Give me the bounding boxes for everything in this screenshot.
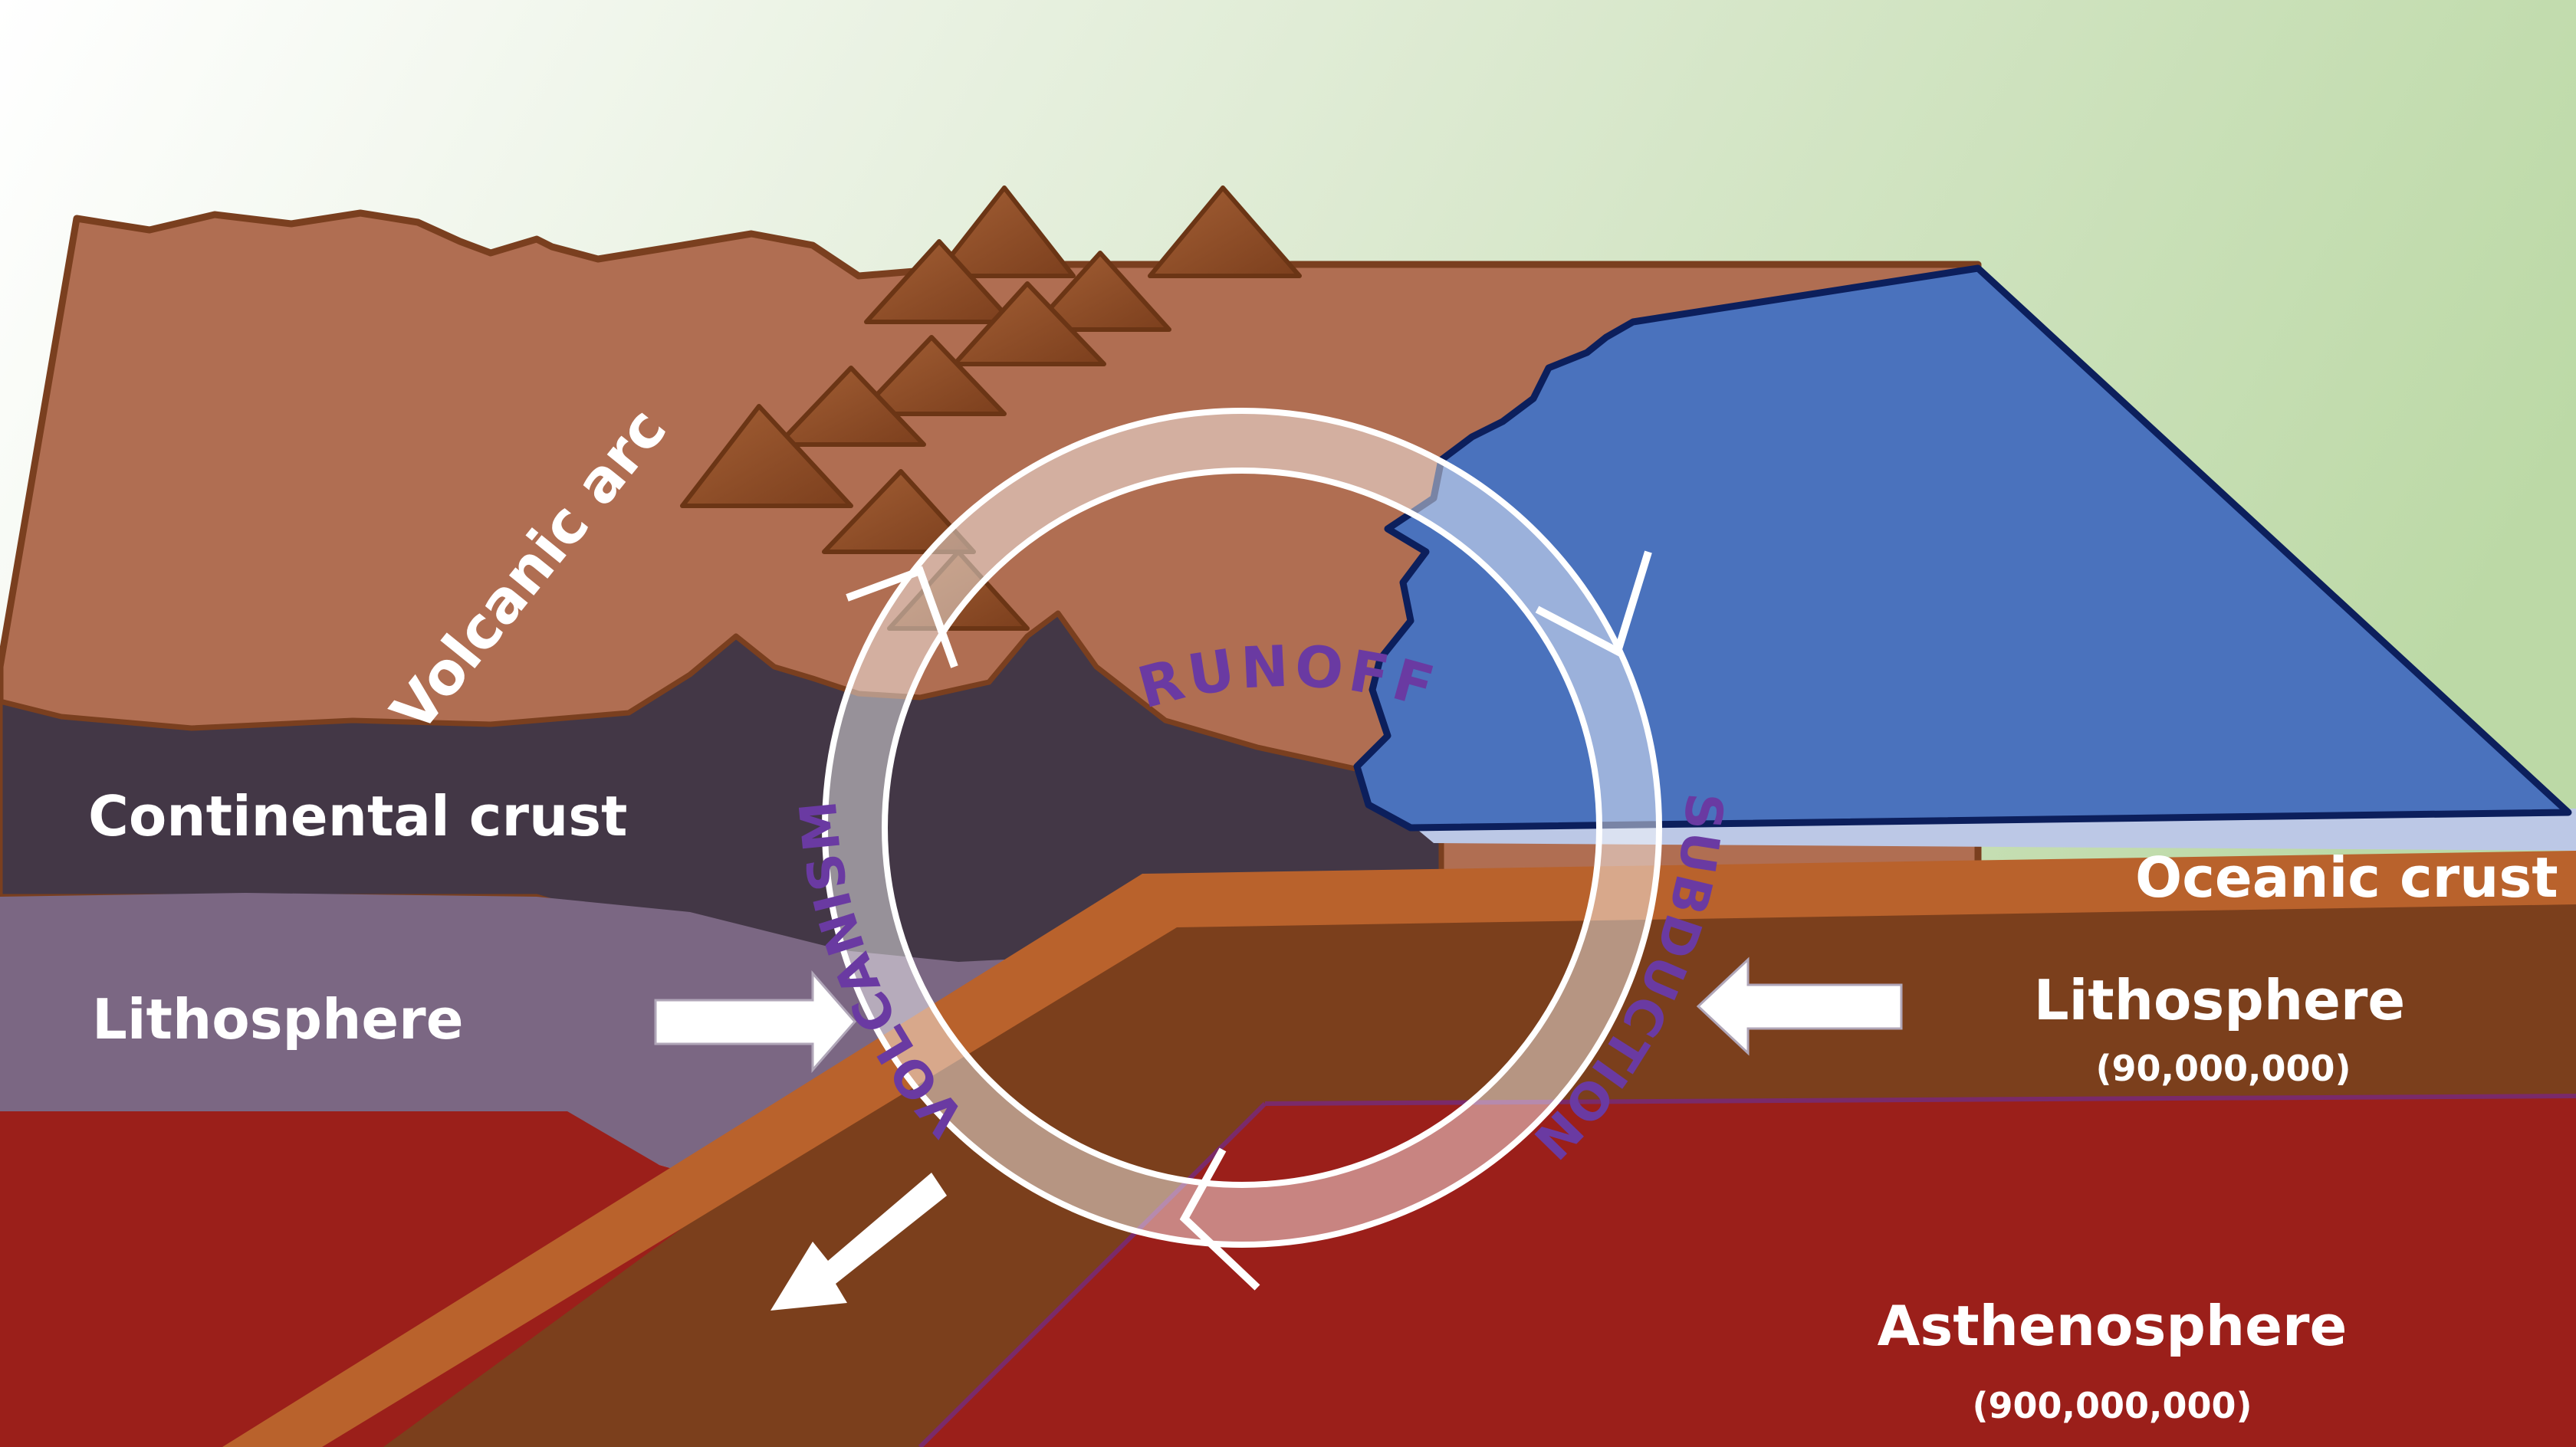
label-oceanic-crust: Oceanic crust xyxy=(2135,845,2558,910)
volcano-8 xyxy=(680,404,853,508)
label-lithosphere-right: Lithosphere xyxy=(2034,968,2406,1032)
volcano-2 xyxy=(1148,185,1302,278)
label-lithosphere-left: Lithosphere xyxy=(92,987,464,1052)
ring-arrow-top-left-icon xyxy=(846,566,958,668)
ocean xyxy=(1353,264,2572,832)
volcano-3 xyxy=(864,239,1014,324)
label-asthenosphere: Asthenosphere xyxy=(1878,1294,2348,1358)
volcano-5 xyxy=(952,281,1106,366)
volcano-4 xyxy=(1029,251,1171,332)
arrow-down-left-icon xyxy=(770,1173,947,1311)
label-lithosphere-right-value: (90,000,000) xyxy=(2095,1048,2351,1089)
ring-arrow-right-icon xyxy=(1535,550,1652,658)
lithosphere-right-layer xyxy=(383,897,2576,1447)
cycle-ring xyxy=(822,408,1662,1248)
label-asthenosphere-value: (900,000,000) xyxy=(1972,1385,2252,1426)
volcano-1 xyxy=(933,185,1076,278)
volcano-7 xyxy=(776,366,926,447)
arrow-left-pointing-icon xyxy=(1696,956,1903,1056)
label-continental-crust: Continental crust xyxy=(88,784,627,848)
volcano-6 xyxy=(856,335,1007,416)
volcano-9 xyxy=(822,469,976,554)
volcano-cluster xyxy=(680,185,1302,631)
ring-arrow-bottom-icon xyxy=(1179,1147,1260,1291)
arrow-right-pointing-icon xyxy=(654,970,856,1073)
